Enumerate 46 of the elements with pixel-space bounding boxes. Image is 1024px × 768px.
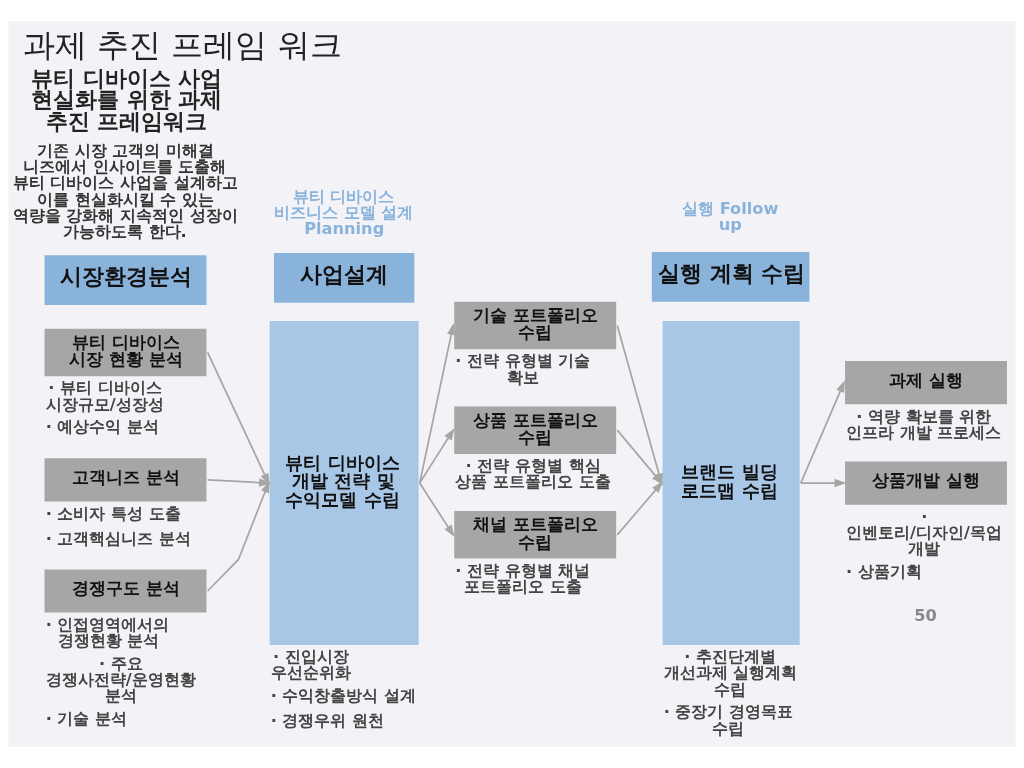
arrow (799, 478, 847, 488)
node-box: 채널 포트폴리오 수립 (454, 511, 617, 559)
node-box: 사업설계 (273, 253, 415, 303)
arrow (206, 480, 270, 592)
diagram-title: 과제 추진 프레임 워크 (22, 25, 342, 64)
node-label: · 경쟁우위 원천 (270, 710, 385, 730)
node-label: · 전략 유형별 기술 확보 (455, 351, 591, 387)
node-box: 브랜드 빌딩 로드맵 수립 (662, 321, 800, 645)
node-label: · 인벤토리/디자인/목업 개발 (846, 506, 1002, 559)
label: 뷰티 디바이스 비즈니스 모델 설계 Planning (273, 186, 414, 239)
node-label: · 기술 분석 (45, 708, 128, 728)
node-label: · 인접영역에서의 경쟁현황 분석 (45, 614, 170, 651)
node-label: · 추진단계별 개선과제 실행계획 수립 (663, 647, 798, 699)
node-label: · 소비자 특성 도출 (45, 503, 181, 523)
label: 기존 시장 고객의 미해결 니즈에서 인사이트를 도출해 뷰티 디바이스 사업을 설계하고 이를 현실화시킬 수 있는 역량을 강화해 지속적인 성장이 가능하도록 한다. (12, 140, 238, 241)
node-box: 상품개발 실행 (845, 461, 1007, 505)
node-label: · 수익창출방식 설계 (270, 686, 417, 706)
node-label: · 역량 확보를 위한 인프라 개발 프로세스 (846, 406, 1002, 442)
node-box: 시장환경분석 (44, 255, 207, 305)
node-label: · 고객핵심니즈 분석 (45, 528, 192, 548)
node-label: · 예상수익 분석 (45, 417, 160, 437)
label: 50 (914, 605, 937, 625)
node-label: · 상품기획 (846, 561, 922, 581)
node-label: · 진입시장 우선순위화 (270, 647, 351, 683)
node-box: 기술 포트폴리오 수립 (454, 301, 617, 350)
node-label: · 전략 유형별 핵심 상품 포트폴리오 도출 (455, 456, 611, 492)
node-label: · 전략 유형별 채널 포트폴리오 도출 (455, 560, 591, 597)
arrow (418, 427, 455, 484)
arrow (616, 481, 664, 536)
arrow (799, 380, 845, 484)
arrow (206, 478, 272, 487)
node-box: 뷰티 디바이스 시장 현황 분석 (44, 328, 207, 377)
node-box: 과제 실행 (845, 361, 1007, 405)
node-label: · 주요 경쟁사전략/운영현황 분석 (45, 653, 196, 706)
label: 실행 Follow up (682, 199, 779, 235)
node-box: 실행 계획 수립 (651, 252, 810, 302)
node-box: 고객니즈 분석 (44, 458, 207, 502)
node-label: · 중장기 경영목표 수립 (663, 702, 794, 738)
arrow (418, 322, 456, 484)
arrow (418, 482, 455, 538)
node-box: 경쟁구도 분석 (44, 569, 207, 613)
node-label: · 뷰티 디바이스 시장규모/성장성 (45, 378, 164, 414)
arrow (206, 351, 270, 486)
node-box: 뷰티 디바이스 개발 전략 및 수익모델 수립 (269, 321, 419, 645)
node-box: 상품 포트폴리오 수립 (454, 406, 617, 454)
label: 뷰티 디바이스 사업 현실화를 위한 과제 추진 프레임워크 (31, 65, 223, 134)
